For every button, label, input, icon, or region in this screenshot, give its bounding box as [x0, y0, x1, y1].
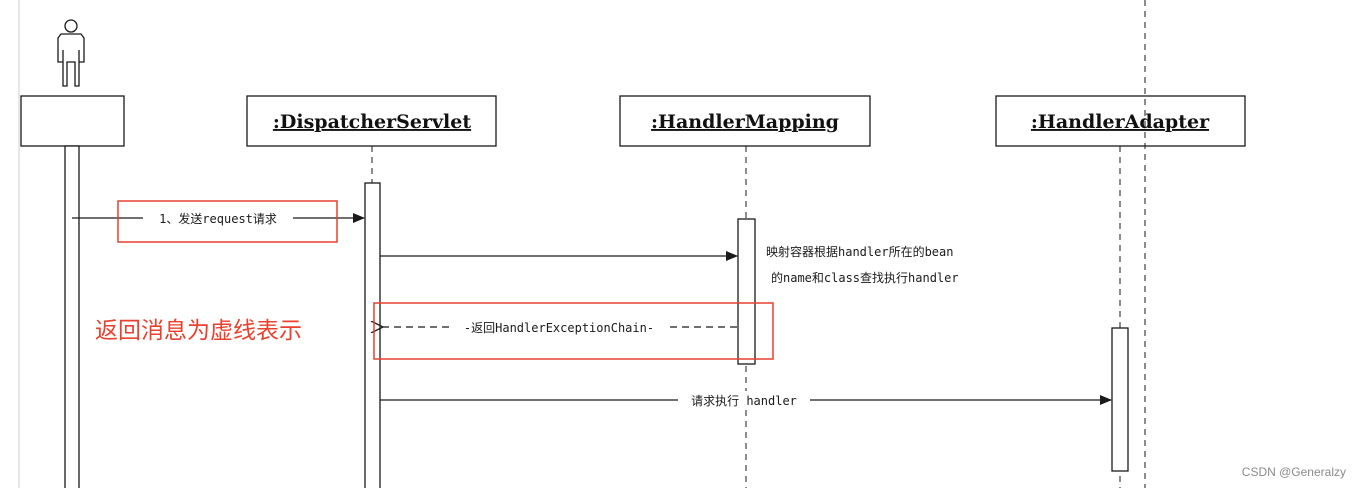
mapping-note-line2: 的name和class查找执行handler — [771, 270, 959, 285]
handler-adapter-activation — [1111, 327, 1129, 472]
handler-mapping-activation — [737, 218, 756, 365]
actor-box — [20, 95, 125, 147]
handler-mapping-label: :HandlerMapping — [651, 111, 839, 133]
return-annotation: 返回消息为虚线表示 — [95, 318, 302, 344]
send-request-label: 1、发送request请求 — [159, 211, 277, 226]
handler-mapping-box — [619, 95, 871, 147]
mapping-note-line1: 映射容器根据handler所在的bean — [766, 244, 953, 259]
return-chain-label: -返回HandlerExceptionChain- — [464, 321, 654, 335]
execute-handler-label: 请求执行 handler — [691, 394, 797, 408]
actor-activation — [64, 145, 80, 488]
actor-icon — [57, 19, 85, 87]
send-request-label-bg — [143, 209, 293, 227]
dispatcher-activation — [364, 182, 381, 488]
dispatcher-servlet-label: :DispatcherServlet — [273, 111, 471, 133]
return-chain-label-bg — [452, 318, 666, 336]
return-chain-highlight — [373, 302, 774, 360]
handler-adapter-label: :HandlerAdapter — [1031, 111, 1210, 133]
watermark: CSDN @Generalzy — [1242, 465, 1346, 479]
send-request-highlight — [117, 200, 338, 243]
execute-handler-label-bg — [678, 391, 810, 409]
